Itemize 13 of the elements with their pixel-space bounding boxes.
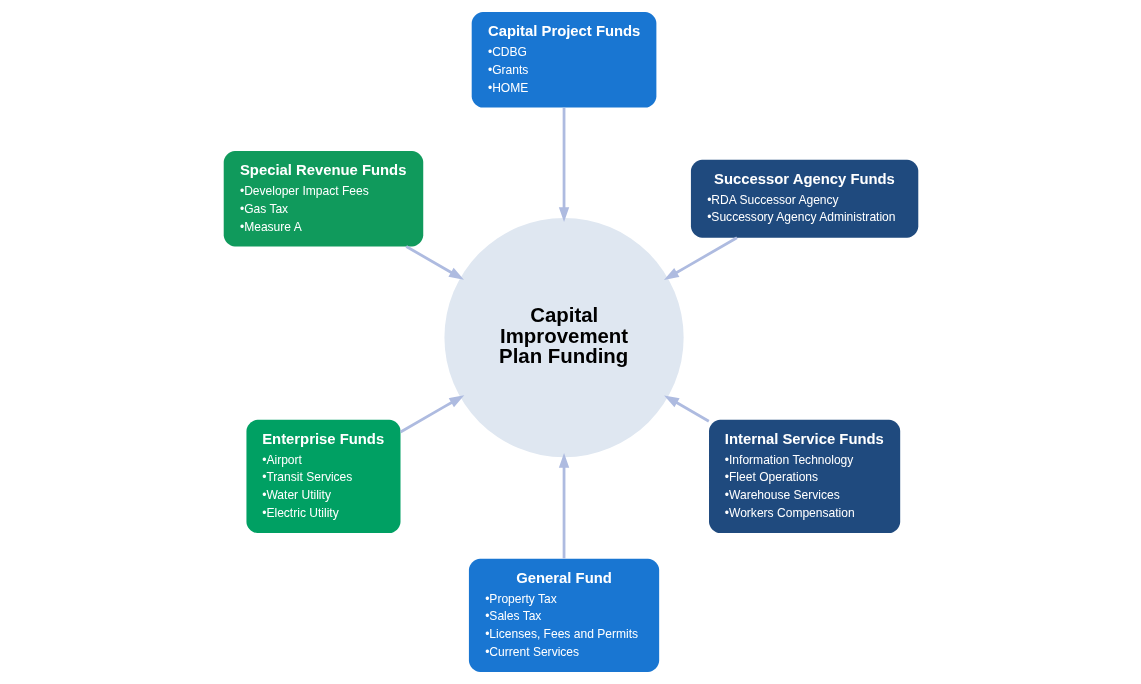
node-box: Successor Agency Funds •RDA Successor Agency •Successory Agency Administration — [690, 159, 918, 238]
arrow — [405, 245, 464, 280]
node-box: Capital Project Funds •CDBG •Grants •HOME — [471, 12, 656, 108]
arrow — [558, 107, 569, 223]
arrow — [663, 395, 710, 423]
node-circle: Capital Improvement Plan Funding — [443, 218, 684, 458]
arrow — [558, 452, 569, 559]
arrow — [399, 395, 464, 434]
node-box: Internal Service Funds •Information Technology •Fleet Operations •Warehouse Services •Workers Compensation — [708, 419, 900, 534]
arrow — [663, 236, 738, 280]
node-box: Enterprise Funds •Airport •Transit Services •Water Utility •Electric Utility — [245, 419, 400, 534]
node-box: Special Revenue Funds •Developer Impact Fees •Gas Tax •Measure A — [223, 150, 423, 247]
node-box: General Fund •Property Tax •Sales Tax •Licenses, Fees and Permits •Current Services — [468, 558, 659, 672]
